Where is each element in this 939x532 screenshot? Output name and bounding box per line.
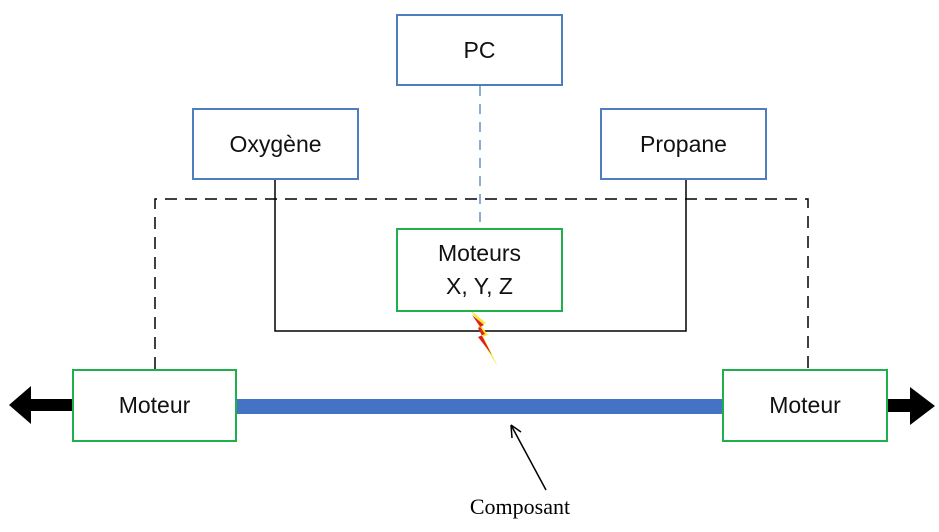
left-arrow-icon (9, 386, 72, 424)
component-pointer-head-icon (510, 424, 522, 439)
propane-box: Propane (600, 108, 767, 180)
motors-xyz-label-line1: Moteurs (437, 240, 522, 267)
right-motor-box: Moteur (722, 369, 888, 442)
shaft-bar (233, 399, 723, 414)
motors-xyz-label-group: Moteurs X, Y, Z (438, 239, 521, 301)
right-arrow-icon (888, 387, 935, 425)
component-caption: Composant (469, 494, 571, 519)
motor-control-dashed-frame (154, 198, 809, 369)
component-pointer-line (510, 424, 547, 491)
right-motor-label: Moteur (769, 392, 841, 419)
spark-inner-icon (472, 315, 492, 355)
oxygen-box: Oxygène (192, 108, 359, 180)
left-motor-label: Moteur (118, 392, 191, 419)
oxygen-label: Oxygène (229, 130, 322, 157)
left-motor-box: Moteur (72, 369, 237, 442)
propane-label: Propane (640, 130, 727, 157)
spark-outer-icon (470, 310, 498, 367)
pc-label: PC (463, 36, 496, 63)
motors-xyz-label-line2: X, Y, Z (446, 273, 513, 299)
motors-xyz-box: Moteurs X, Y, Z (396, 228, 563, 312)
pc-box: PC (396, 14, 563, 86)
